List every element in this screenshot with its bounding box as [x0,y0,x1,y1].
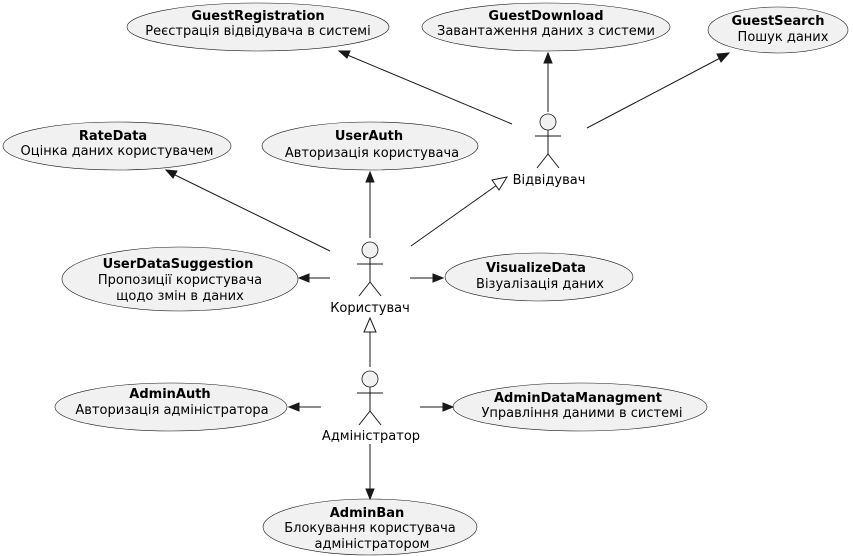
usecase-title: GuestDownload [488,9,603,24]
usecase-description-line-1: Пропозиції користувача [98,273,262,288]
usecase-title: UserAuth [335,129,403,144]
usecase-description: Управління даними в системі [482,406,683,421]
generalization-user-visitor [410,176,509,247]
usecase-title: GuestRegistration [191,9,324,24]
actor-label: Відвідувач [513,173,586,188]
generalization-admin-user [363,316,377,367]
usecase-description: Пошук даних [738,30,829,45]
usecase-description: Оцінка даних користувачем [21,144,214,159]
association-user-rate-data [164,169,331,252]
association-admin-admin-auth [287,402,321,412]
association-user-user-data-suggestion [297,273,330,283]
usecase-visualize-data: VisualizeData Візуалізація даних [444,252,634,302]
association-visitor-guest-search [586,52,731,129]
usecase-admin-ban: AdminBan Блокування користувача адмініст… [262,498,478,556]
association-visitor-guest-download [543,51,553,112]
usecase-title: AdminDataManagment [494,391,662,406]
association-admin-admin-ban [365,444,375,501]
association-visitor-guest-registration [337,50,513,125]
usecase-guest-registration: GuestRegistration Реєстрація відвідувача… [126,2,390,52]
usecase-title: VisualizeData [486,261,586,276]
actor-user: Користувач [330,241,410,316]
usecase-guest-download: GuestDownload Завантаження даних з систе… [421,2,671,52]
usecase-description: Завантаження даних з системи [437,24,655,39]
usecase-description: Реєстрація відвідувача в системі [145,24,370,39]
usecase-user-data-suggestion: UserDataSuggestion Пропозиції користувач… [61,246,299,312]
usecase-rate-data: RateData Оцінка даних користувачем [2,121,232,171]
association-admin-admin-data-management [420,402,455,412]
usecase-title: UserDataSuggestion [103,257,254,272]
usecase-description: Авторизація користувача [285,146,459,161]
usecase-admin-data-management: AdminDataManagment Управління даними в с… [452,382,708,432]
actor-admin: Адміністратор [322,370,420,444]
association-user-user-auth [365,170,375,238]
usecase-title: RateData [79,129,147,144]
usecase-admin-auth: AdminAuth Авторизація адміністратора [54,382,288,432]
association-user-visualize-data [410,273,445,283]
actor-label: Адміністратор [322,429,420,444]
usecase-guest-search: GuestSearch Пошук даних [707,6,849,54]
usecase-title: GuestSearch [731,14,824,29]
usecase-description-line-2: адміністратором [315,537,430,552]
usecase-user-auth: UserAuth Авторизація користувача [261,121,479,171]
actor-label: Користувач [330,301,410,316]
usecase-title: AdminBan [330,506,405,521]
usecase-description: Авторизація адміністратора [75,403,268,418]
usecase-description: Візуалізація даних [476,277,604,292]
usecase-description-line-2: щодо змін в даних [116,289,244,304]
usecase-title: AdminAuth [129,387,210,402]
actor-visitor: Відвідувач [513,113,586,188]
usecase-description-line-1: Блокування користувача [284,521,456,536]
